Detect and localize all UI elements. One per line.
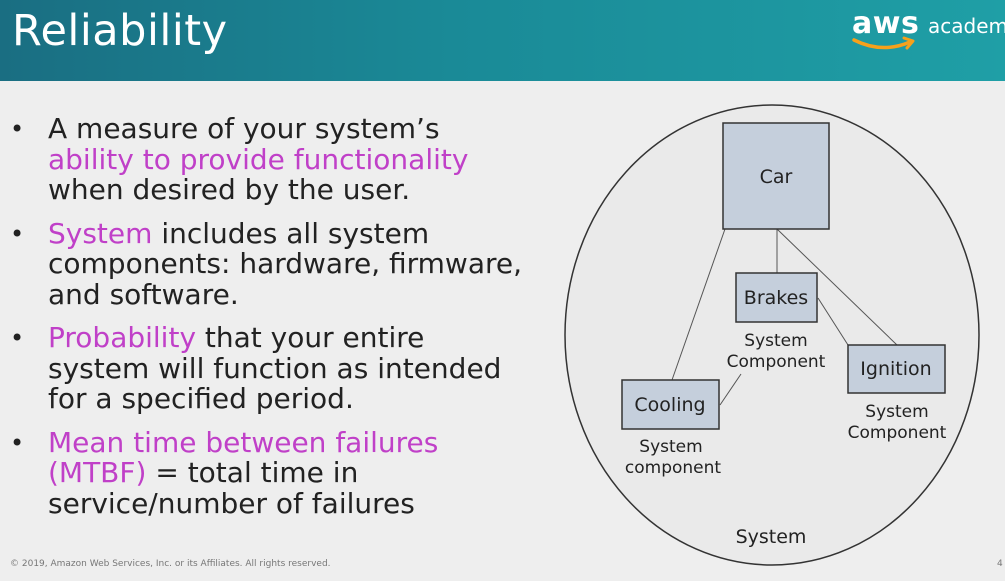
bullet-item: System includes all system components: h… xyxy=(10,216,530,311)
bullet-highlight: Probability xyxy=(48,321,197,354)
ignition-box xyxy=(847,344,946,394)
brakes-label: Brakes xyxy=(744,287,808,309)
slide-title: Reliability xyxy=(12,6,228,56)
logo-academy-text: academy xyxy=(928,14,1005,38)
bullet-list: A measure of your system’s ability to pr… xyxy=(10,112,530,532)
connector-line xyxy=(719,373,742,406)
connector-line xyxy=(671,228,726,381)
ignition-sub-label: System xyxy=(865,402,928,422)
bullet-text: includes all system components: hardware… xyxy=(48,216,523,311)
bullet-text: = total time in service/number of failur… xyxy=(48,456,415,520)
bullet-text: when desired by the user. xyxy=(48,173,411,206)
brakes-box xyxy=(735,272,818,323)
logo-aws-text: aws xyxy=(852,6,920,41)
system-diagram: Car Brakes System Component Ignition Sys… xyxy=(564,104,980,566)
copyright-footer: © 2019, Amazon Web Services, Inc. or its… xyxy=(10,559,331,569)
cooling-sub-label: System xyxy=(639,437,702,457)
brakes-sub-label: System xyxy=(744,331,807,351)
bullet-highlight: ability to provide functionality xyxy=(48,142,469,176)
car-label: Car xyxy=(760,166,793,188)
ignition-sub-label: Component xyxy=(848,423,947,443)
connector-line xyxy=(817,297,849,346)
bullet-highlight: System xyxy=(48,216,153,250)
slide-header: Reliability aws academy xyxy=(0,0,1005,81)
cooling-box xyxy=(621,379,720,430)
brakes-sub-label: Component xyxy=(727,352,826,372)
system-ellipse xyxy=(564,104,980,566)
connector-line xyxy=(776,228,898,346)
ignition-label: Ignition xyxy=(860,358,931,380)
bullet-highlight: Mean time between failures (MTBF) xyxy=(48,425,439,489)
page-number: 4 xyxy=(997,559,1003,569)
bullet-item: Mean time between failures (MTBF) = tota… xyxy=(10,425,530,520)
bullet-item: A measure of your system’s ability to pr… xyxy=(10,112,530,206)
cooling-label: Cooling xyxy=(634,394,705,416)
bullet-item: Probability that your entire system will… xyxy=(10,321,530,415)
cooling-sub-label: component xyxy=(625,458,722,478)
system-label: System xyxy=(736,526,807,548)
bullet-text: A measure of your system’s xyxy=(48,112,440,145)
bullet-text: that your entire system will function as… xyxy=(48,321,502,415)
car-box xyxy=(722,122,830,230)
aws-academy-logo: aws academy xyxy=(852,6,1005,56)
aws-smile-icon xyxy=(852,36,915,50)
